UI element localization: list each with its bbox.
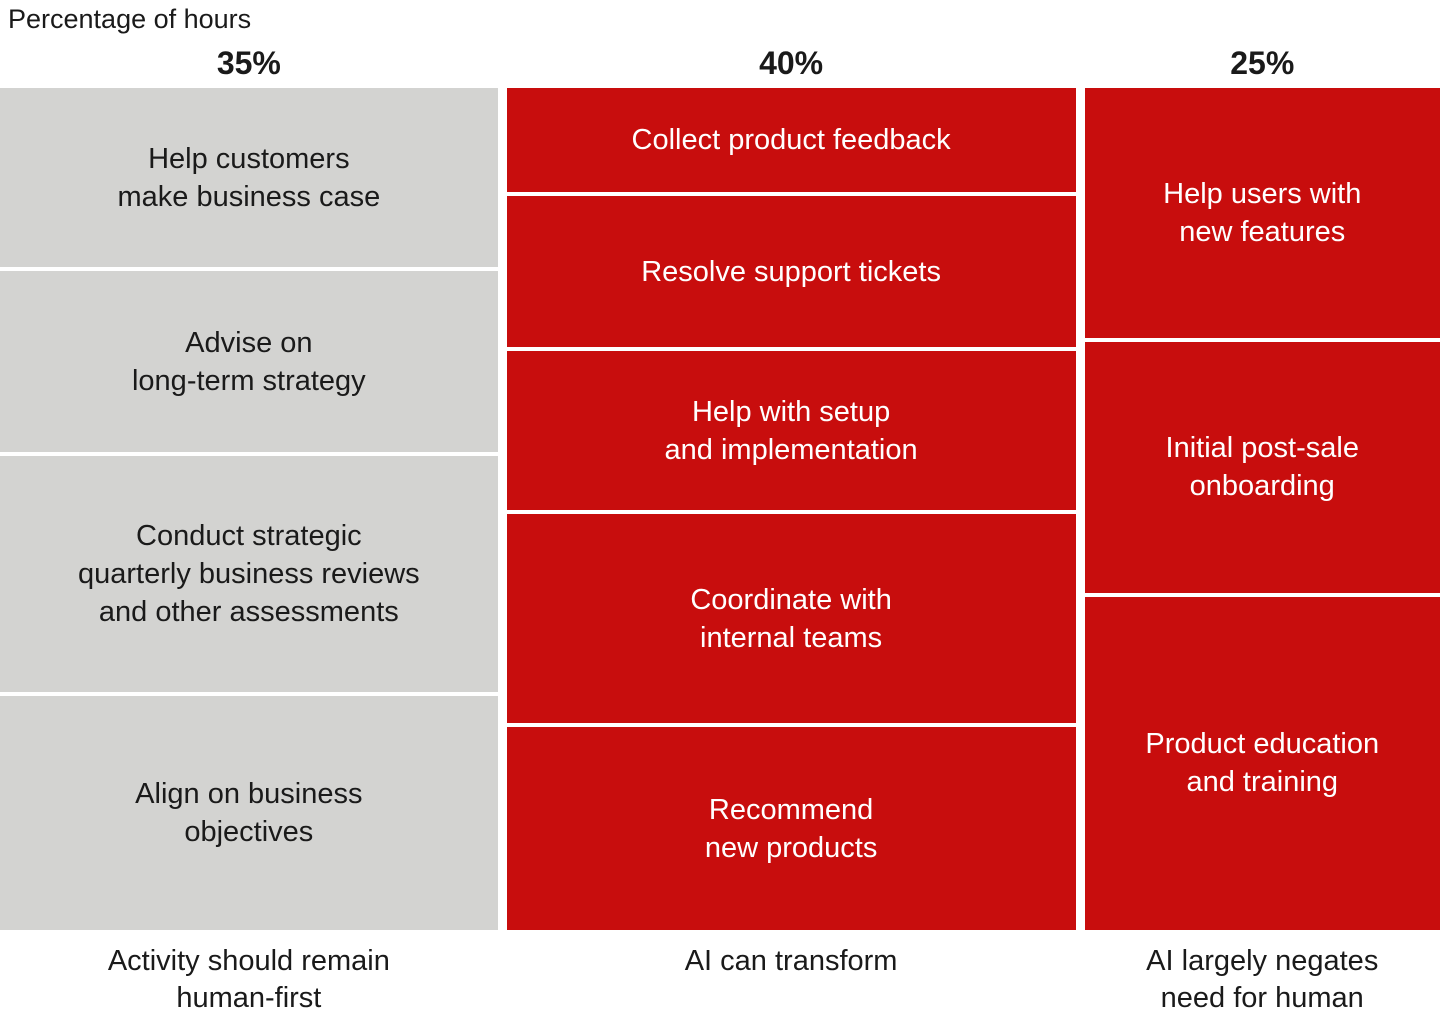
segment-resolve-support-tickets: Resolve support tickets [506,196,1076,347]
column-ai-can-transform: Collect product feedback Resolve support… [506,88,1076,930]
column-1-percent-label: 35% [216,45,281,81]
segment-align-on-business-objectives: Align on business objectives [0,696,498,930]
column-3-percent-label: 25% [1230,45,1295,81]
segment-product-education-and-training: Product education and training [1084,596,1440,930]
segment-recommend-new-products: Recommend new products [506,727,1076,930]
column-2-percent-label: 40% [759,45,824,81]
column-ai-largely-negates: Help users with new features Initial pos… [1084,88,1440,930]
column-human-first: Help customers make business case Advise… [0,88,498,930]
segment-coordinate-with-internal-teams: Coordinate with internal teams [506,514,1076,723]
segment-conduct-strategic-quarterly-business-reviews: Conduct strategic quarterly business rev… [0,456,498,692]
segment-advise-on-long-term-strategy: Advise on long-term strategy [0,271,498,452]
segment-help-with-setup-and-implementation: Help with setup and implementation [506,351,1076,510]
segment-help-customers-make-business-case: Help customers make business case [0,88,498,267]
segment-collect-product-feedback: Collect product feedback [506,88,1076,192]
column-1-footer-label: Activity should remain human-first [107,945,390,1012]
column-3-footer-label: AI largely negates need for human [1146,945,1379,1012]
chart-grid: 35% 40% 25% Help customers make business… [0,45,1440,1012]
segment-initial-post-sale-onboarding: Initial post-sale onboarding [1084,342,1440,593]
column-2-footer-label: AI can transform [684,945,898,977]
chart-title: Percentage of hours [8,4,252,34]
segment-help-users-with-new-features: Help users with new features [1084,88,1440,339]
